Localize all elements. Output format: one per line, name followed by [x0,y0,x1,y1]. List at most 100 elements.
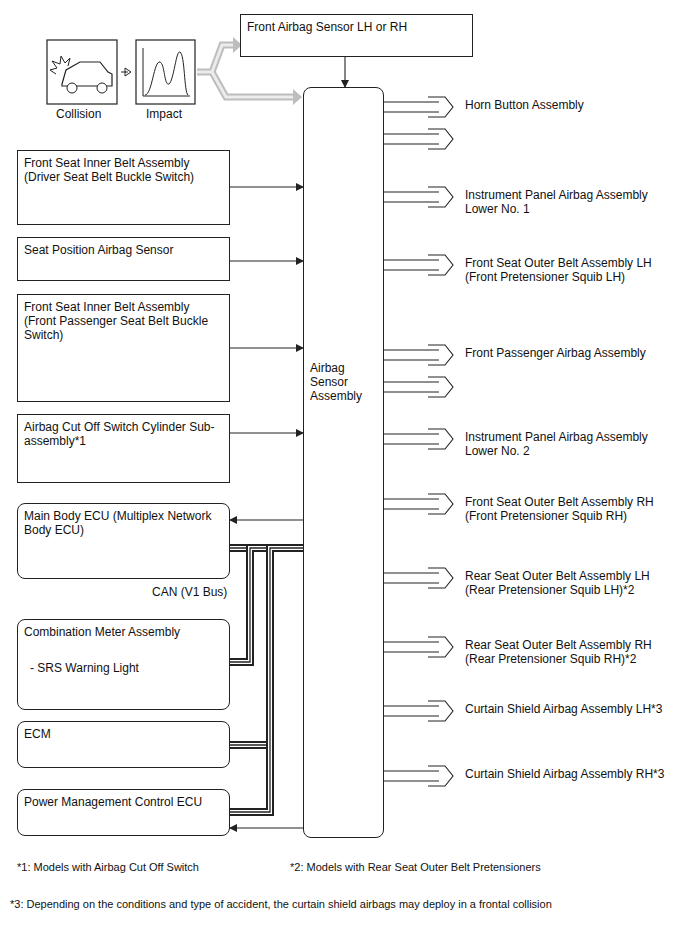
component-box: Power Management Control ECU [17,789,230,836]
part-name: Front Passenger Airbag Assembly [465,346,677,360]
graph-axes [143,48,190,96]
squib-symbol [428,494,453,514]
signal-line [384,706,428,716]
flow-arrow [121,68,131,76]
signal-line [384,434,428,444]
squib-node: Front Seat Outer Belt Assembly RH (Front… [425,493,680,525]
box-text: Airbag Cut Off Switch Cylinder Sub-assem… [24,420,223,448]
squib-symbol [428,377,453,397]
impact-arrowhead [293,89,302,105]
signal-line [384,499,428,509]
bus-name: CAN (V1 Bus) [152,585,252,599]
car-wheel [97,83,107,93]
squib-node: Rear Seat Outer Belt Assembly LH (Rear P… [425,567,680,599]
signal-line [230,260,303,261]
squib-symbol [425,186,457,208]
squib-symbol [428,701,453,721]
squib-symbol [425,254,457,276]
signal-line [384,642,428,652]
collision-icon [47,40,117,104]
signal-line [230,520,303,521]
squib-symbol [428,637,453,657]
footnote: *2: Models with Rear Seat Outer Belt Pre… [290,860,670,874]
signal-line [230,433,303,434]
signal-line [230,186,303,187]
squib-node: Curtain Shield Airbag Assembly LH*3 [425,700,680,722]
car-wheel [67,83,77,93]
squib-symbol [425,344,457,398]
car-outline [62,62,112,86]
signal-line [384,102,428,144]
component-box: ECM [17,721,230,768]
part-name: Curtain Shield Airbag Assembly LH*3 [465,702,677,716]
squib-symbol [425,96,457,150]
signal-line [384,192,428,202]
squib-symbol [428,429,453,449]
box-text: Front Airbag Sensor LH or RH [247,20,466,34]
squib-symbol [425,493,457,515]
component-box: Front Airbag Sensor LH or RH [240,14,473,57]
signal-line [230,261,303,262]
signal-line [230,187,303,188]
component-box: Main Body ECU (Multiplex Network Body EC… [17,503,230,579]
icon-caption: Impact [146,107,206,121]
squib-symbol [425,636,457,658]
signal-line [384,434,428,444]
box-text: ECM [24,727,223,741]
footnote: *1: Models with Airbag Cut Off Switch [17,860,277,874]
component-box: Airbag Cut Off Switch Cylinder Sub-assem… [17,414,230,483]
squib-symbol [428,766,453,786]
squib-node: Curtain Shield Airbag Assembly RH*3 [425,765,680,787]
signal-line [230,432,303,433]
signal-line [384,102,428,144]
signal-line [384,350,428,392]
box-text: Front Seat Inner Belt Assembly (Driver S… [24,156,223,184]
part-name: Curtain Shield Airbag Assembly RH*3 [465,767,677,781]
signal-line [345,57,346,87]
squib-symbol [428,255,453,275]
squib-node: Rear Seat Outer Belt Assembly RH (Rear P… [425,636,680,668]
signal-line [230,348,303,349]
signal-line [230,519,303,520]
part-name: Instrument Panel Airbag Assembly Lower N… [465,188,677,216]
signal-line [230,347,303,348]
box-text: Power Management Control ECU [24,795,223,809]
squib-symbol [428,345,453,365]
impact-wave [145,52,188,95]
signal-line [384,771,428,781]
squib-node: Instrument Panel Airbag Assembly Lower N… [425,428,680,460]
icon-caption: Collision [56,107,136,121]
squib-node: Horn Button Assembly [425,96,680,150]
part-name: Front Seat Outer Belt Assembly LH (Front… [465,256,677,284]
footnote: *3: Depending on the conditions and type… [10,897,682,911]
signal-line [230,827,303,828]
box-text: - SRS Warning Light [24,661,223,675]
part-name: Rear Seat Outer Belt Assembly LH (Rear P… [465,569,677,597]
signal-line [384,260,428,270]
signal-line [384,573,428,583]
signal-line [384,706,428,716]
signal-line [384,642,428,652]
component-box: Front Seat Inner Belt Assembly (Front Pa… [17,294,230,402]
component-box: Combination Meter Assembly- SRS Warning … [17,619,230,710]
squib-node: Front Passenger Airbag Assembly [425,344,680,398]
part-name: Instrument Panel Airbag Assembly Lower N… [465,430,677,458]
signal-line [384,350,428,392]
part-name: Front Seat Outer Belt Assembly RH (Front… [465,495,677,523]
squib-symbol [425,428,457,450]
signal-line [384,192,428,202]
part-name: Rear Seat Outer Belt Assembly RH (Rear P… [465,638,677,666]
box-text: Seat Position Airbag Sensor [24,243,223,257]
signal-line [344,57,345,87]
squib-symbol [428,129,453,149]
signal-line [230,828,303,829]
box-text: Front Seat Inner Belt Assembly (Front Pa… [24,300,223,342]
squib-node: Front Seat Outer Belt Assembly LH (Front… [425,254,680,286]
box-text: Airbag Sensor Assembly [310,361,372,403]
can-bus [230,548,303,812]
signal-line [384,573,428,583]
can-bus [230,548,303,812]
signal-line [384,499,428,509]
squib-symbol [428,187,453,207]
squib-symbol [428,568,453,588]
